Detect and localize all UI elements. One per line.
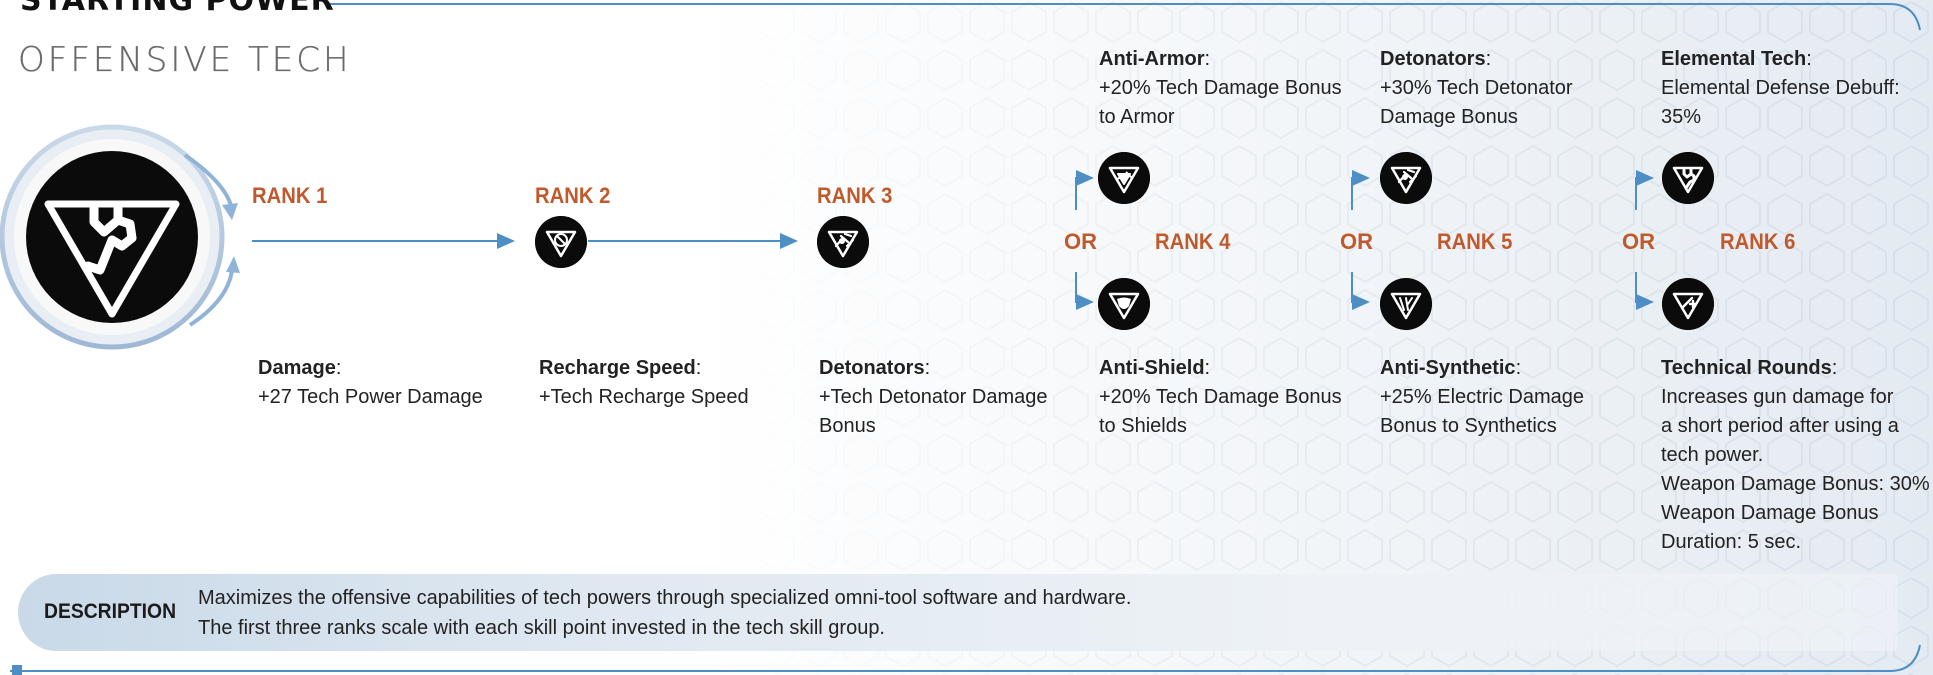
recharge-icon[interactable] — [535, 216, 587, 268]
skill-name: Anti-Shield — [1099, 357, 1205, 379]
rank-5-bottom-skill: Anti-Synthetic: +25% Electric Damage Bon… — [1380, 354, 1650, 441]
elemental-tech-icon[interactable] — [1662, 152, 1714, 204]
skill-name: Detonators — [819, 357, 925, 379]
description-text: Maximizes the offensive capabilities of … — [198, 583, 1598, 643]
skill-description: +25% Electric Damage Bonus to Synthetics — [1380, 386, 1584, 437]
rank-6-label: RANK 6 — [1720, 229, 1796, 254]
skill-name: Elemental Tech — [1661, 48, 1807, 70]
skill-name: Anti-Armor — [1099, 48, 1205, 70]
detonator-icon[interactable] — [817, 216, 869, 268]
rank-6-bottom-skill: Technical Rounds: Increases gun damage f… — [1661, 354, 1933, 557]
skill-name-colon: : — [1831, 357, 1838, 379]
skill-name: Damage — [258, 357, 336, 379]
anti-shield-icon[interactable] — [1098, 278, 1150, 330]
skill-name-colon: : — [1204, 357, 1211, 379]
skill-name: Recharge Speed — [539, 357, 696, 379]
description-label: DESCRIPTION — [44, 600, 177, 623]
rank-3-label: RANK 3 — [817, 183, 893, 208]
skill-description: Elemental Defense Debuff: 35% — [1661, 77, 1900, 128]
section-title: STARTING POWER — [20, 0, 335, 18]
description-line-2: The first three ranks scale with each sk… — [198, 617, 885, 639]
rank-4-label: RANK 4 — [1155, 229, 1231, 254]
skill-description: +30% Tech Detonator Damage Bonus — [1380, 77, 1573, 128]
rank-5-top-skill: Detonators: +30% Tech Detonator Damage B… — [1380, 45, 1650, 132]
skill-description: +20% Tech Damage Bonus to Shields — [1099, 386, 1342, 437]
description-line-1: Maximizes the offensive capabilities of … — [198, 587, 1132, 609]
technical-rounds-icon[interactable] — [1662, 278, 1714, 330]
rank-5-or-label: OR — [1340, 229, 1373, 254]
anti-synthetic-icon[interactable] — [1380, 278, 1432, 330]
skill-name-colon: : — [695, 357, 702, 379]
rank-4-or-label: OR — [1064, 229, 1097, 254]
rank-2-label: RANK 2 — [535, 183, 611, 208]
rank-6-top-skill: Elemental Tech: Elemental Defense Debuff… — [1661, 45, 1933, 132]
anti-armor-icon[interactable] — [1098, 152, 1150, 204]
rank-4-bottom-skill: Anti-Shield: +20% Tech Damage Bonus to S… — [1099, 354, 1369, 441]
skill-name: Detonators — [1380, 48, 1486, 70]
rank-6-or-label: OR — [1622, 229, 1655, 254]
rank-5-label: RANK 5 — [1437, 229, 1513, 254]
skill-name-colon: : — [1204, 48, 1211, 70]
description-bar — [18, 574, 1898, 651]
skill-description: +27 Tech Power Damage — [258, 386, 483, 408]
skill-description: Increases gun damage for a short period … — [1661, 386, 1930, 553]
power-name: OFFENSIVE TECH — [18, 40, 352, 80]
skill-description: +Tech Detonator Damage Bonus — [819, 386, 1048, 437]
skill-name: Technical Rounds — [1661, 357, 1832, 379]
rank-3-skill: Detonators: +Tech Detonator Damage Bonus — [819, 354, 1089, 441]
skill-name-colon: : — [924, 357, 931, 379]
skill-name-colon: : — [335, 357, 342, 379]
rank-1-skill: Damage: +27 Tech Power Damage — [258, 354, 528, 412]
skill-description: +Tech Recharge Speed — [539, 386, 749, 408]
skill-name: Anti-Synthetic — [1380, 357, 1516, 379]
skill-name-colon: : — [1515, 357, 1522, 379]
rank-4-top-skill: Anti-Armor: +20% Tech Damage Bonus to Ar… — [1099, 45, 1369, 132]
skill-name-colon: : — [1485, 48, 1492, 70]
wrench-triangle-icon — [0, 124, 240, 350]
skill-name-colon: : — [1806, 48, 1812, 70]
detonators-icon[interactable] — [1380, 152, 1432, 204]
skill-description: +20% Tech Damage Bonus to Armor — [1099, 77, 1342, 128]
rank-2-skill: Recharge Speed: +Tech Recharge Speed — [539, 354, 809, 412]
rank-1-label: RANK 1 — [252, 183, 328, 208]
